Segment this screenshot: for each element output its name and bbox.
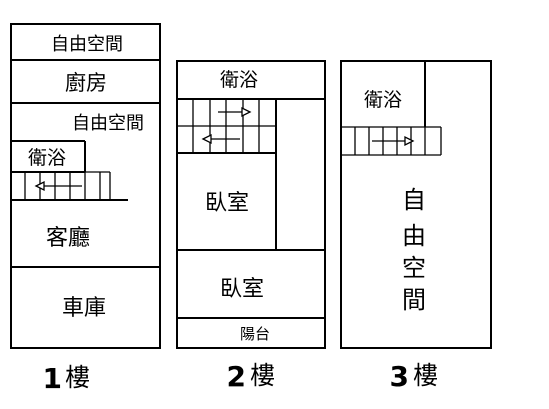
floor-3-caption-unit: 樓 bbox=[413, 361, 438, 390]
stair-arrow-head bbox=[201, 133, 212, 145]
floor-2-outline bbox=[176, 60, 326, 349]
floor-3-bathroom-label: 衛浴 bbox=[364, 89, 402, 111]
floor-2-balcony-label: 陽台 bbox=[240, 325, 270, 343]
floor-2-bedroom-upper-label: 臥室 bbox=[205, 191, 249, 216]
floor-1-outline bbox=[10, 23, 161, 349]
floor-3-outline bbox=[340, 60, 492, 349]
floor-2-bedroom-lower-label: 臥室 bbox=[220, 277, 264, 302]
floor-3-plan bbox=[340, 60, 492, 349]
floor-1-garage-label: 車庫 bbox=[62, 296, 106, 321]
floor-1-free-space-top-label: 自由空間 bbox=[51, 34, 123, 55]
stair-arrow-head bbox=[241, 106, 252, 118]
floor-2-bathroom-label: 衛浴 bbox=[220, 69, 258, 91]
floor-1-caption-unit: 樓 bbox=[65, 363, 90, 392]
floor-2-staircase bbox=[177, 99, 276, 153]
floor-3-free-space-char: 由 bbox=[402, 222, 426, 250]
floor-3-caption-number: 3 bbox=[390, 360, 409, 393]
stair-arrow-head bbox=[404, 135, 415, 147]
floor-1-caption-number: 1 bbox=[43, 362, 62, 395]
floor-1-free-space-mid-label: 自由空間 bbox=[72, 113, 144, 134]
stair-arrow-head bbox=[34, 180, 45, 192]
floor-3-free-space-char: 間 bbox=[402, 286, 426, 314]
floor-1-living-room-label: 客廳 bbox=[46, 226, 90, 251]
floor-3-free-space-char: 空 bbox=[402, 254, 426, 282]
floor-3-staircase bbox=[341, 126, 442, 156]
floor-2-caption-unit: 樓 bbox=[250, 361, 275, 390]
floor-2-plan bbox=[176, 60, 326, 349]
floor-1-bathroom-label: 衛浴 bbox=[28, 147, 66, 169]
floor-1-staircase bbox=[11, 171, 111, 200]
floor-3-free-space-char: 自 bbox=[402, 186, 426, 214]
floor-1-kitchen-label: 廚房 bbox=[65, 71, 107, 95]
floor-2-caption-number: 2 bbox=[227, 360, 246, 393]
